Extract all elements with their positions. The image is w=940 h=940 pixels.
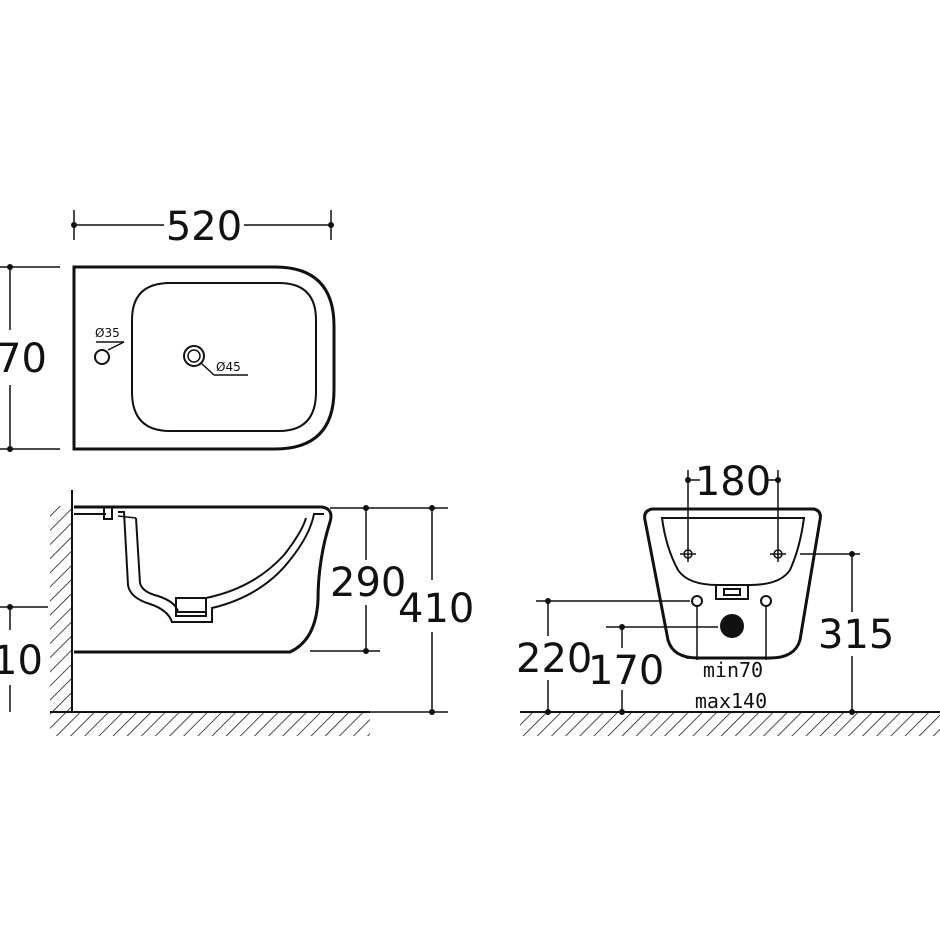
drain-label: Ø45 — [216, 360, 241, 374]
fixing-hole-left — [691, 595, 703, 607]
bowl-height-label: 290 — [330, 560, 406, 606]
tap-hole-label: Ø35 — [95, 326, 120, 340]
floor-hatch-right — [520, 712, 940, 736]
side-view: 290 410 10 — [0, 490, 474, 736]
depth-dimension: 70 — [0, 264, 60, 452]
drain-outlet — [720, 614, 744, 638]
inlet-height-label: 220 — [516, 636, 592, 682]
drain: Ø45 — [183, 345, 248, 376]
drain-range-dimension: min70 max140 — [686, 606, 776, 713]
bowl-front-outline — [660, 517, 806, 586]
top-view: 520 70 Ø35 Ø45 — [0, 204, 336, 452]
bowl-height-dimension: 290 — [310, 505, 406, 654]
total-height-dimension: 410 — [370, 505, 474, 715]
fixing-hole-right — [760, 595, 772, 607]
tap-hole: Ø35 — [94, 326, 125, 365]
tap-marker-left — [680, 546, 696, 562]
bidet-side-outline — [74, 505, 333, 654]
tap-spacing-dimension: 180 — [685, 459, 781, 546]
bowl-inner-wall — [135, 517, 307, 613]
tap-marker-right — [770, 546, 786, 562]
bracket-label: 10 — [0, 638, 43, 684]
drain-height-dimension: 170 — [588, 624, 718, 715]
bowl-top-outline — [131, 282, 317, 432]
min-label: min70 — [703, 658, 763, 682]
inlet-height-dimension: 220 — [516, 598, 690, 715]
tap-spacing-label: 180 — [695, 459, 771, 505]
fixing-height-dimension: 315 — [800, 551, 894, 715]
floor-hatch-left — [50, 712, 370, 736]
drain-height-label: 170 — [588, 648, 664, 694]
width-dimension: 520 — [71, 204, 334, 250]
fixing-height-label: 315 — [818, 612, 894, 658]
front-view: 180 220 170 315 — [516, 459, 940, 736]
bracket-dimension: 10 — [0, 604, 48, 712]
bidet-top-outline — [72, 265, 336, 451]
wall-hatch — [50, 506, 72, 712]
max-label: max140 — [695, 689, 767, 713]
depth-label: 70 — [0, 336, 47, 382]
bowl-cross-section — [118, 511, 324, 623]
total-height-label: 410 — [398, 586, 474, 632]
width-label: 520 — [166, 204, 242, 250]
